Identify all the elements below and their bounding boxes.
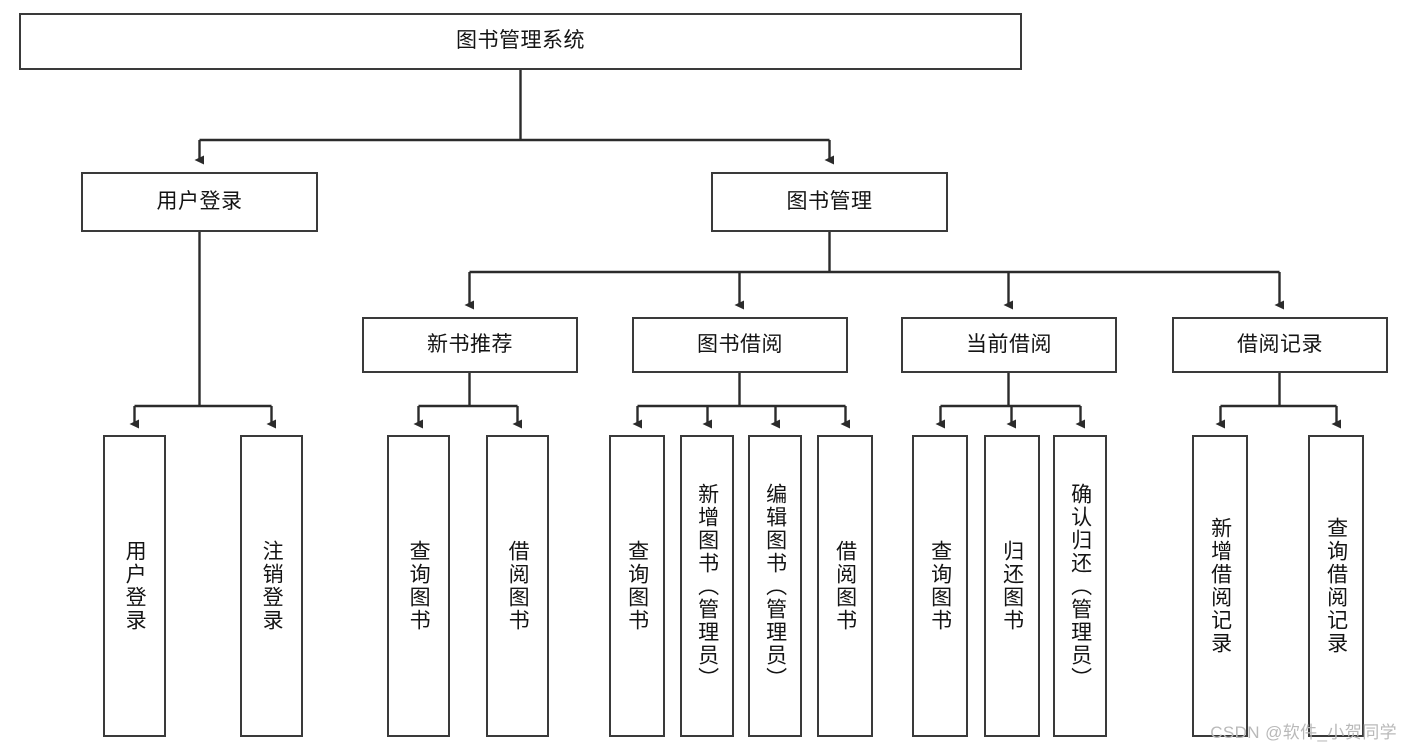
node-book-borrow[interactable]: 图书借阅 [632,317,848,373]
node-leaf-user-login[interactable]: 用户登录 [103,435,166,737]
node-leaf-query-borrow-record-label: 查询借阅记录 [1324,517,1348,655]
node-leaf-add-book-label: 新增图书（管理员） [695,482,719,690]
node-leaf-return-book-label: 归还图书 [1000,540,1024,632]
node-leaf-confirm-return-label: 确认归还（管理员） [1068,482,1092,690]
node-borrow-record-label: 借阅记录 [1237,332,1323,356]
node-leaf-borrow-book-label: 借阅图书 [833,540,857,632]
node-leaf-user-login-label: 用户登录 [123,540,147,632]
node-leaf-edit-book-label: 编辑图书（管理员） [763,482,787,690]
node-leaf-edit-book[interactable]: 编辑图书（管理员） [748,435,802,737]
node-leaf-query-book-borrow-label: 查询图书 [625,540,649,632]
node-leaf-confirm-return[interactable]: 确认归还（管理员） [1053,435,1107,737]
node-leaf-query-book-current-label: 查询图书 [928,540,952,632]
node-book-management-label: 图书管理 [786,189,873,213]
node-leaf-query-book-borrow[interactable]: 查询图书 [609,435,665,737]
node-user-login-label: 用户登录 [156,189,243,213]
node-leaf-add-book[interactable]: 新增图书（管理员） [680,435,734,737]
node-leaf-query-book-recommend[interactable]: 查询图书 [387,435,450,737]
node-leaf-add-borrow-record-label: 新增借阅记录 [1208,517,1232,655]
node-root-label: 图书管理系统 [456,29,585,53]
node-leaf-query-book-recommend-label: 查询图书 [407,540,431,632]
node-book-borrow-label: 图书借阅 [697,332,783,356]
node-leaf-query-borrow-record[interactable]: 查询借阅记录 [1308,435,1364,737]
node-leaf-return-book[interactable]: 归还图书 [984,435,1040,737]
node-new-book-recommend-label: 新书推荐 [427,332,513,356]
node-borrow-record[interactable]: 借阅记录 [1172,317,1388,373]
node-leaf-logout[interactable]: 注销登录 [240,435,303,737]
node-leaf-borrow-book-recommend[interactable]: 借阅图书 [486,435,549,737]
node-leaf-borrow-book-recommend-label: 借阅图书 [506,540,530,632]
node-current-borrow[interactable]: 当前借阅 [901,317,1117,373]
node-current-borrow-label: 当前借阅 [966,332,1052,356]
node-leaf-logout-label: 注销登录 [260,540,284,632]
node-leaf-add-borrow-record[interactable]: 新增借阅记录 [1192,435,1248,737]
node-new-book-recommend[interactable]: 新书推荐 [362,317,578,373]
node-book-management[interactable]: 图书管理 [711,172,948,232]
node-leaf-borrow-book[interactable]: 借阅图书 [817,435,873,737]
node-user-login[interactable]: 用户登录 [81,172,318,232]
node-root[interactable]: 图书管理系统 [19,13,1022,70]
csdn-watermark: CSDN @软件_小贺同学 [1210,723,1397,742]
node-leaf-query-book-current[interactable]: 查询图书 [912,435,968,737]
